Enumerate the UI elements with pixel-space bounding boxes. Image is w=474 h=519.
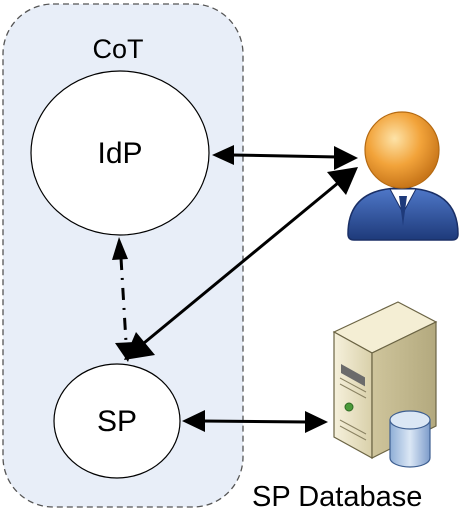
user-sp-arrow	[124, 167, 358, 360]
cot-group-label: CoT	[92, 34, 143, 64]
idp-node	[30, 70, 210, 236]
user-icon	[347, 111, 459, 241]
idp-sp-dashdot-arrow	[112, 237, 135, 362]
sp-node	[53, 363, 181, 479]
database-icon	[389, 410, 431, 468]
sp-database-arrow	[182, 410, 328, 433]
idp-user-arrow	[212, 145, 358, 170]
sp-database-label: SP Database	[252, 481, 422, 513]
idp-node-label: IdP	[97, 137, 142, 170]
sp-node-label: SP	[97, 405, 137, 438]
